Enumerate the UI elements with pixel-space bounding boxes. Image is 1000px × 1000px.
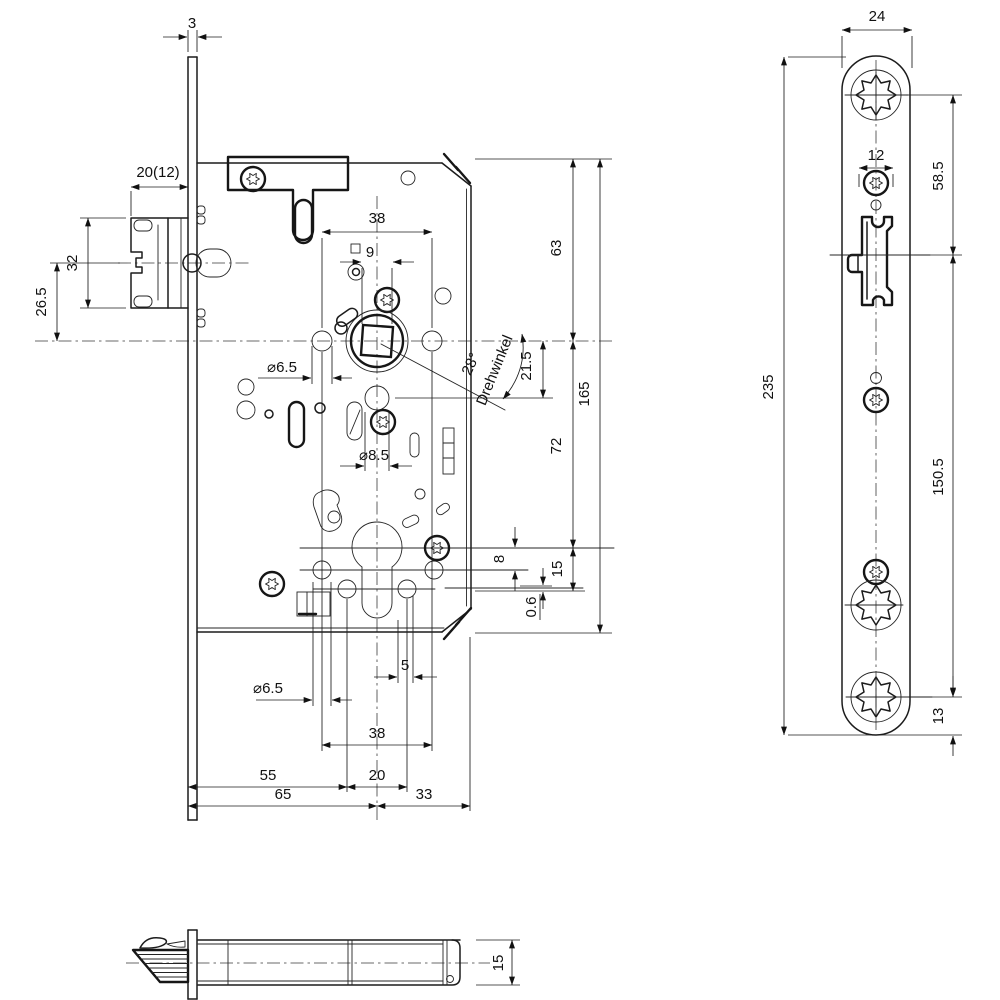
dimensions: 24 12 58.5 150.5 13 235 (760, 8, 956, 756)
fixing-hole (311, 330, 333, 352)
dim-hole-dia-bottom: ⌀6.5 (253, 680, 283, 697)
case-side (197, 939, 461, 986)
dim-top-to-axis: 63 (548, 240, 565, 257)
centerlines (35, 196, 612, 824)
hole (434, 287, 452, 305)
dim-hole-offset: 8 (491, 555, 508, 563)
dim-latch-to-axis: 26.5 (33, 287, 50, 316)
dim-screw-to-end: 13 (930, 708, 947, 725)
faceplate-section (187, 929, 198, 1000)
spindle-square-hole (359, 323, 395, 359)
dim-latch-to-screw: 150.5 (930, 458, 947, 496)
dim-hole-spacing: 20 (369, 767, 386, 784)
dim-screw-spacing-bottom: 38 (369, 725, 386, 742)
pin (351, 267, 361, 277)
dim-plate-width: 24 (869, 8, 886, 25)
hole (870, 199, 882, 211)
torx-screw-icon (239, 165, 267, 193)
dim-spindle-square: 9 (366, 244, 374, 261)
fixing-hole (424, 560, 444, 580)
faceplate-tab (196, 205, 206, 215)
dim-screw-to-latch: 58.5 (930, 161, 947, 190)
hole-8-5 (364, 385, 390, 411)
latch-bolt (130, 217, 232, 309)
dim-axis-to-bottom-edge: 15 (549, 561, 566, 578)
slot (293, 198, 314, 245)
dim-angle-label: Drehwinkel (473, 333, 517, 408)
faceplate-edge-view (187, 56, 206, 821)
dim-hole-dia-lower: ⌀8.5 (359, 447, 389, 464)
square-symbol (350, 243, 361, 254)
latch-tail (195, 248, 232, 278)
dim-stem-to-hole: 5 (401, 657, 409, 674)
extension-lines (50, 30, 612, 811)
dim-angle: 28° (458, 350, 483, 378)
dim-screw-spacing-top: 38 (369, 210, 386, 227)
faceplate-outline (841, 55, 911, 736)
spindle-hub (293, 198, 506, 411)
torx-screw-icon (369, 408, 397, 436)
block (296, 591, 331, 617)
lock-case-outline (196, 152, 584, 641)
main-view: 3 20(12) 32 26.5 38 9 63 72 15 (33, 15, 615, 824)
faceplate-tab (196, 318, 206, 328)
lever (312, 489, 343, 532)
break-mark (454, 606, 473, 627)
dim-hole-dia-mid: ⌀6.5 (267, 359, 297, 376)
dimensions: 15 (476, 939, 520, 986)
extension-lines (788, 36, 962, 736)
rotation-line (380, 343, 506, 411)
dim-lip-offset: 0.6 (523, 597, 540, 618)
faceplate-view: 24 12 58.5 150.5 13 235 (760, 8, 962, 756)
faceplate-tab (196, 308, 206, 318)
dim-latch-height: 32 (64, 255, 81, 272)
dim-rear-depth: 33 (416, 786, 433, 803)
bottom-view: 15 (126, 929, 520, 1000)
hole (870, 372, 882, 384)
faceplate-tab (196, 215, 206, 225)
dim-case-height: 15 (490, 955, 507, 972)
pin (334, 321, 348, 335)
dim-axis-distance: 72 (548, 438, 565, 455)
torx-screw-icon (258, 570, 286, 598)
dim-case-length: 165 (576, 381, 593, 406)
dimensions: 3 20(12) 32 26.5 38 9 63 72 15 (33, 15, 603, 809)
dim-backset: 65 (275, 786, 292, 803)
hole (397, 579, 417, 599)
hole (337, 579, 357, 599)
fixing-hole (421, 330, 443, 352)
latch-wedge (131, 936, 190, 984)
dim-screw-span: 12 (868, 147, 885, 164)
dim-face-to-hole: 55 (260, 767, 277, 784)
torx-screw-icon (373, 286, 401, 314)
hole (400, 170, 416, 186)
dim-latch-projection: 20(12) (136, 164, 179, 181)
mechanism-details (236, 378, 455, 532)
latch-front-view (846, 215, 894, 307)
break-mark (454, 165, 472, 185)
latch-pivot (182, 253, 202, 273)
euro-cylinder-hole (351, 521, 403, 619)
angle-arc (502, 333, 527, 400)
dim-faceplate-thickness: 3 (188, 15, 196, 32)
dim-plate-length: 235 (760, 374, 777, 399)
